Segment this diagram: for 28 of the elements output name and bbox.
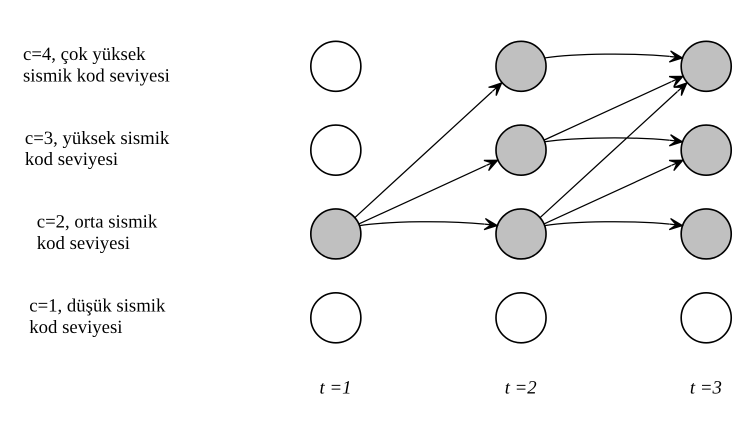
arrow bbox=[359, 218, 498, 230]
arrow bbox=[358, 160, 498, 224]
node-circle bbox=[680, 208, 732, 260]
arrow bbox=[544, 134, 683, 146]
node-circle bbox=[495, 208, 547, 260]
label: t =2 bbox=[504, 377, 537, 398]
arrow bbox=[540, 82, 688, 218]
arrow bbox=[544, 160, 684, 224]
arrow bbox=[354, 82, 502, 218]
node-circle bbox=[495, 292, 547, 344]
node-circle bbox=[310, 40, 362, 92]
node-circle bbox=[310, 292, 362, 344]
node-circle bbox=[310, 208, 362, 260]
arrow bbox=[544, 76, 684, 141]
label: c=1, düşük sismik kod seviyesi bbox=[29, 296, 166, 338]
node-circle bbox=[680, 40, 732, 92]
node-circle bbox=[680, 124, 732, 176]
label: c=2, orta sismik kod seviyesi bbox=[36, 212, 158, 254]
arrow bbox=[544, 218, 683, 230]
label: t =1 bbox=[320, 377, 352, 398]
arrow bbox=[544, 50, 683, 63]
node-circle bbox=[495, 124, 547, 176]
label: c=3, yüksek sismik kod seviyesi bbox=[24, 128, 170, 170]
node-circle bbox=[495, 40, 547, 92]
node-circle bbox=[310, 124, 362, 176]
node-circle bbox=[680, 292, 732, 344]
label: t =3 bbox=[690, 377, 722, 398]
label: c=4, çok yüksek sismik kod seviyesi bbox=[23, 44, 170, 86]
